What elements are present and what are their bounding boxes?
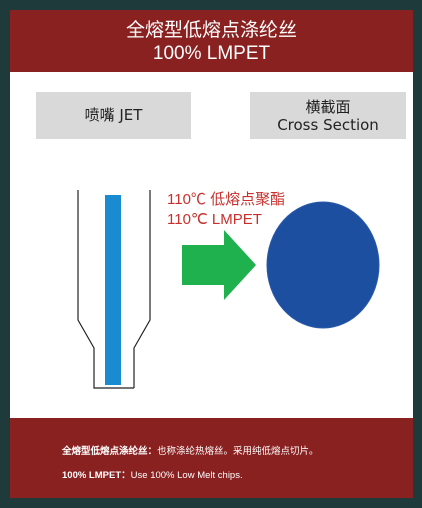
cross-section-circle (266, 201, 380, 329)
title-english: 100% LMPET (152, 43, 271, 64)
jet-diagram (77, 190, 380, 389)
description-footer: 全熔型低熔点涤纶丝：也称涤纶热熔丝。采用纯低熔点切片。 100% LMPET：U… (10, 418, 413, 498)
description-term-1: 全熔型低熔点涤纶丝 (62, 446, 148, 457)
nozzle-right-wall (133, 190, 151, 388)
cross-section-label-cn: 横截面 (305, 98, 351, 116)
jet-label-box: 喷嘴 JET (36, 92, 191, 139)
title-chinese: 全熔型低熔点涤纶丝 (125, 19, 297, 41)
title-banner: 全熔型低熔点涤纶丝 100% LMPET (10, 10, 413, 72)
description-sep-2: ： (121, 470, 131, 481)
jet-label: 喷嘴 JET (84, 106, 143, 124)
cross-section-label-box: 横截面 Cross Section (250, 92, 406, 139)
description-term-2: 100% LMPET (62, 470, 122, 481)
material-label-cn: 110℃ 低熔点聚酯 (167, 191, 286, 208)
filament-strand (105, 195, 121, 385)
diagram-panel: 喷嘴 JET 横截面 Cross Section 110℃ 低熔点聚酯 110℃… (10, 72, 413, 418)
description-line-2: 100% LMPET：Use 100% Low Melt chips. (62, 470, 243, 482)
material-label-en: 110℃ LMPET (167, 211, 262, 228)
description-text-1: 也称涤纶热熔丝。采用纯低熔点切片。 (157, 446, 319, 457)
direction-arrow-icon (182, 230, 256, 300)
nozzle-left-wall (77, 190, 134, 389)
description-line-1: 全熔型低熔点涤纶丝：也称涤纶热熔丝。采用纯低熔点切片。 (62, 446, 319, 458)
cross-section-label-en: Cross Section (277, 116, 379, 134)
description-text-2: Use 100% Low Melt chips. (130, 470, 243, 481)
description-sep-1: ： (147, 446, 158, 457)
